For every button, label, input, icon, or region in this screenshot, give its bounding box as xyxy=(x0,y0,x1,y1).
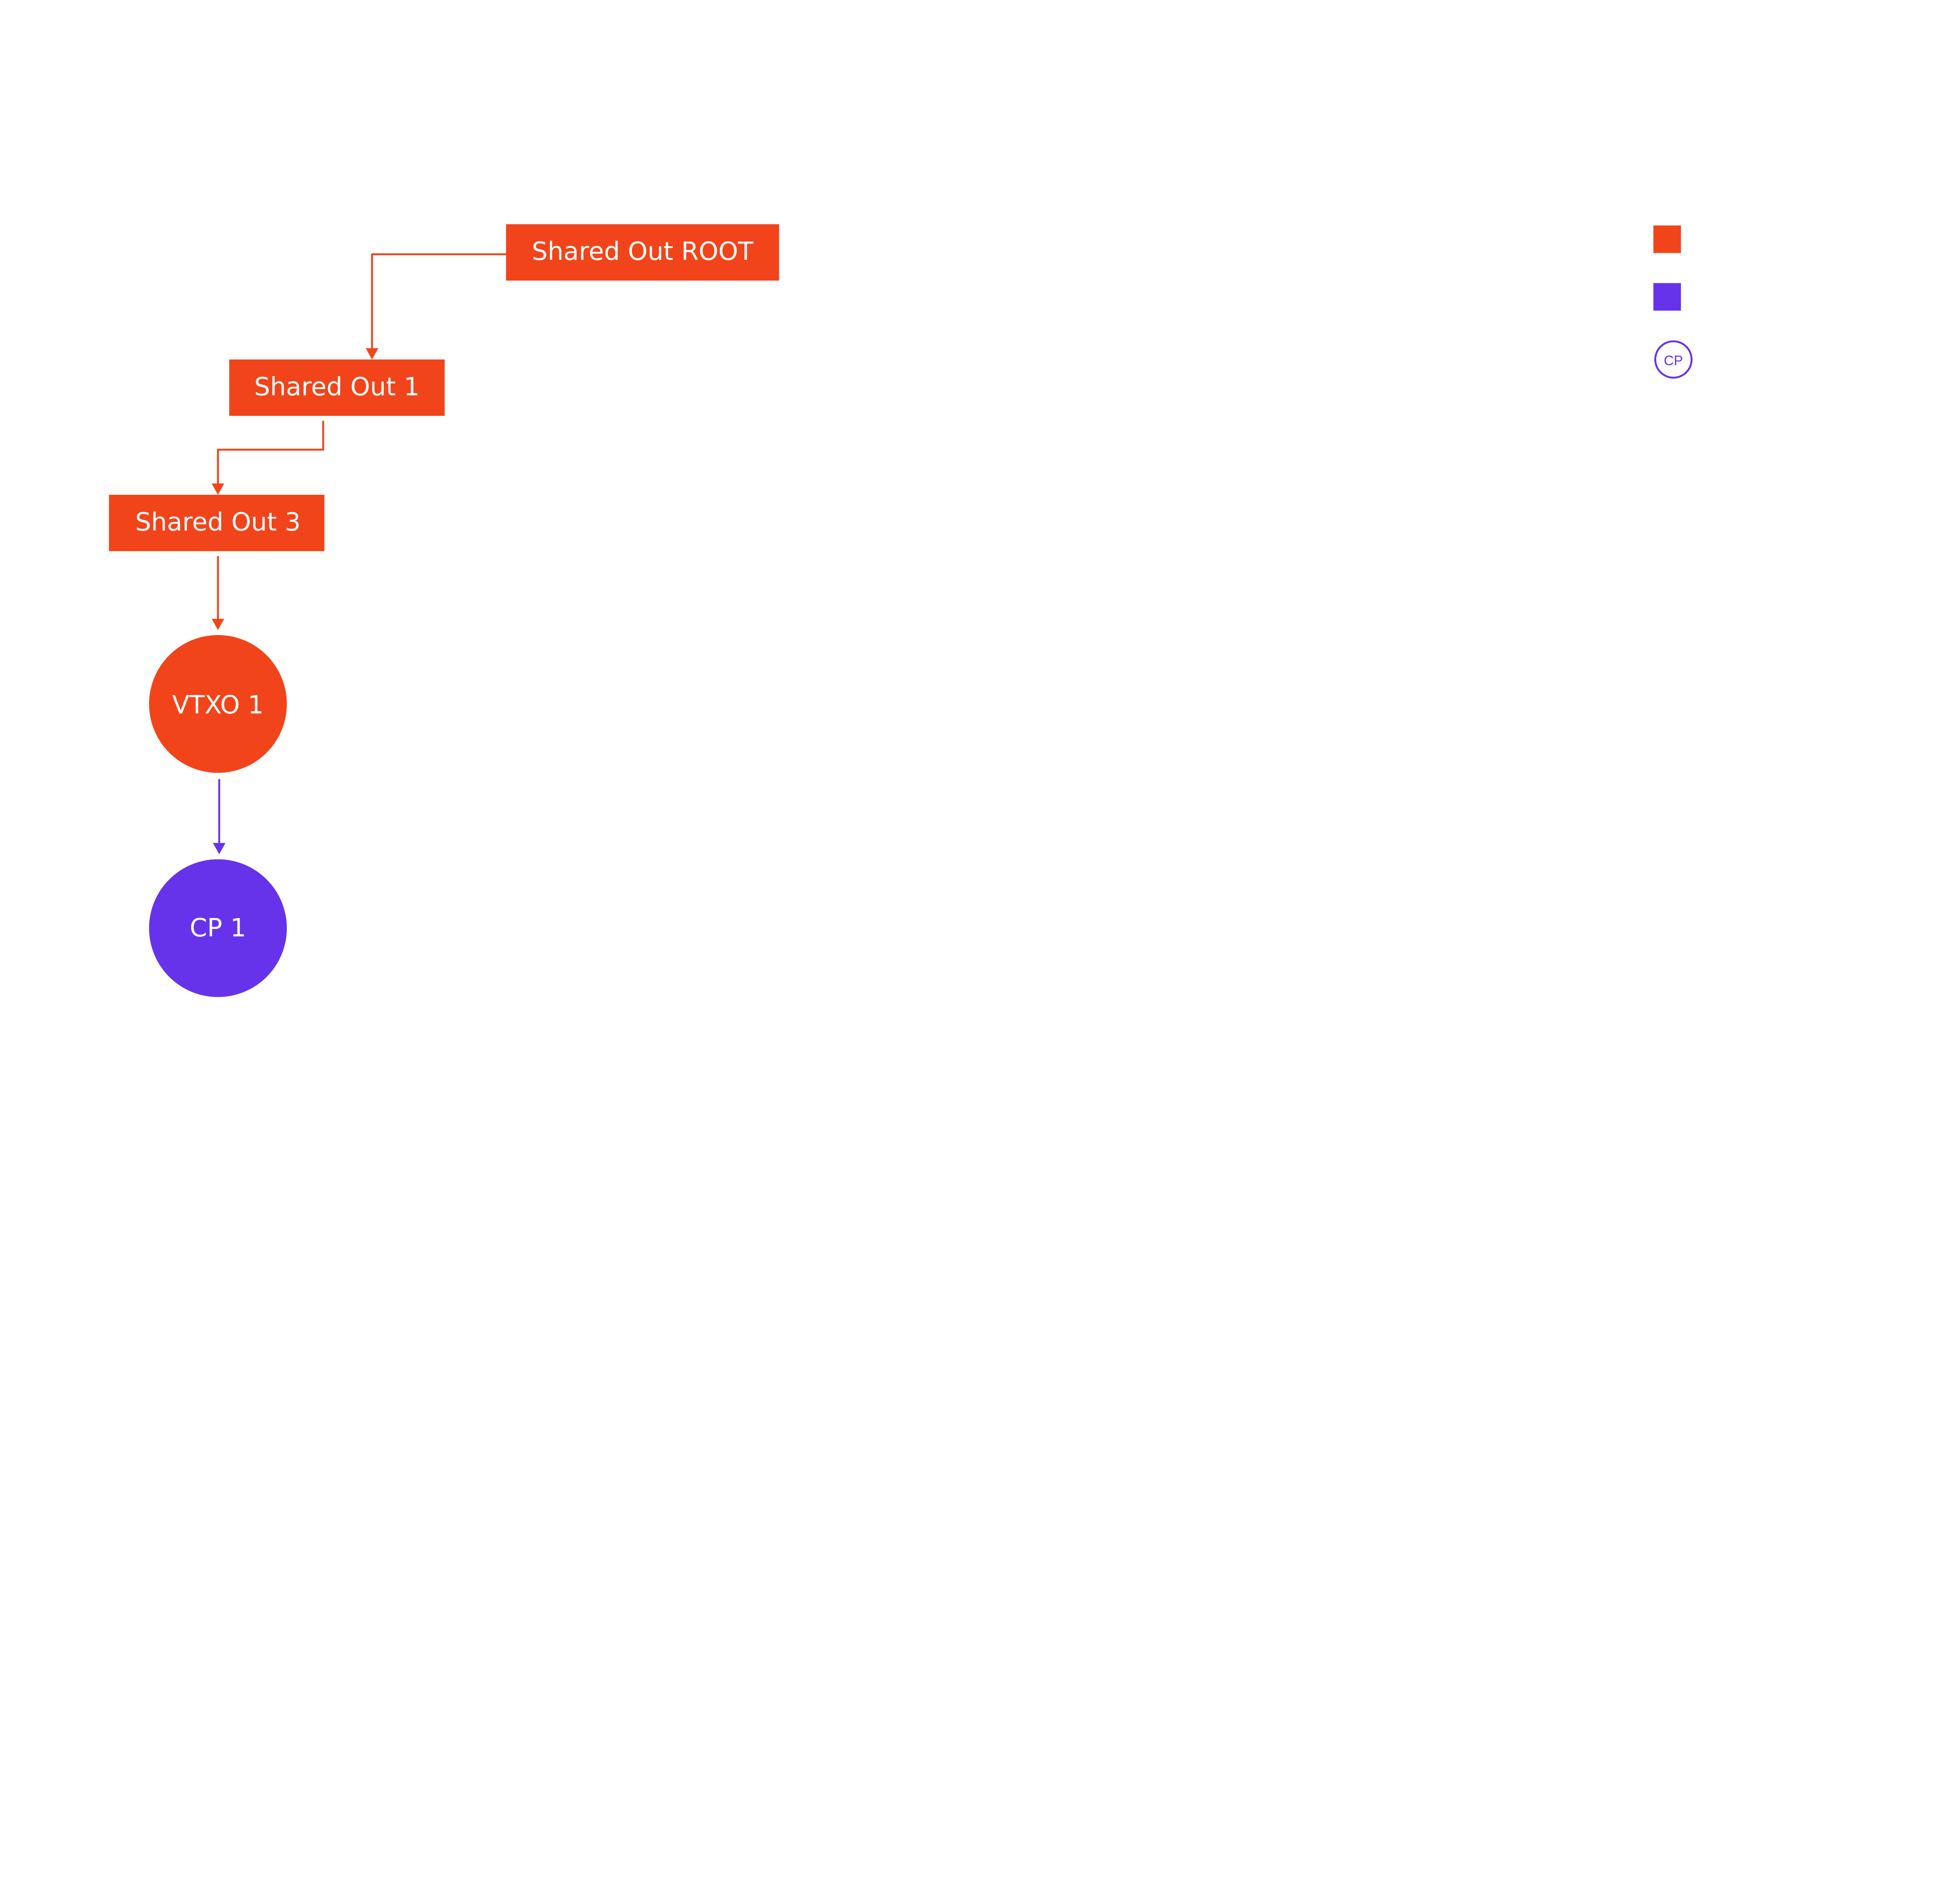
cp-icon-text: CP xyxy=(1664,353,1683,369)
edge-out1-to-out3 xyxy=(211,421,324,495)
node-vtxo-1[interactable]: VTXO 1 xyxy=(149,635,287,773)
edge-root-to-out1 xyxy=(365,253,506,360)
cp-circle-icon: CP xyxy=(1654,340,1693,379)
node-shared-out-1[interactable]: Shared Out 1 xyxy=(229,359,445,416)
node-label: Shared Out 1 xyxy=(254,372,419,401)
node-shared-out-root[interactable]: Shared Out ROOT xyxy=(506,224,779,281)
node-label: CP 1 xyxy=(190,914,246,943)
orange-square-icon xyxy=(1653,225,1681,253)
node-cp-1[interactable]: CP 1 xyxy=(149,859,287,997)
legend: CP xyxy=(1653,225,1693,379)
node-label: Shared Out ROOT xyxy=(532,237,754,266)
node-label: VTXO 1 xyxy=(172,691,263,719)
edge-vtxo1-to-cp1 xyxy=(213,779,225,854)
node-shared-out-3[interactable]: Shared Out 3 xyxy=(109,495,325,551)
purple-square-icon xyxy=(1653,283,1681,311)
node-label: Shared Out 3 xyxy=(135,508,301,537)
edge-out3-to-vtxo1 xyxy=(211,556,224,630)
diagram: Shared Out ROOT Shared Out 1 Shared Out … xyxy=(109,224,1693,997)
